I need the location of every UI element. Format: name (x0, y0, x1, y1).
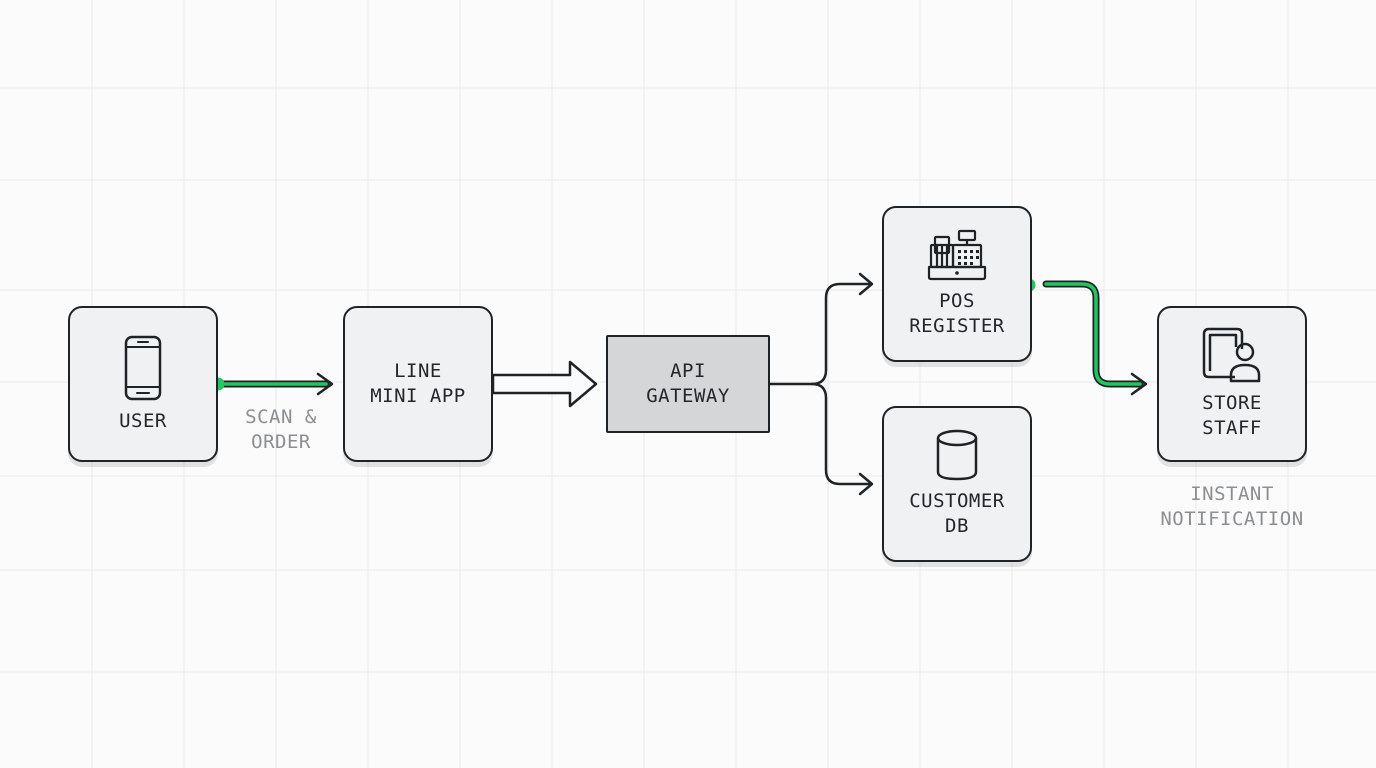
database-icon (936, 429, 978, 481)
edge-label-scan-order-line-2: ORDER (251, 431, 311, 453)
edge-pos-to-staff (1022, 278, 1148, 396)
node-pos-label-line-1: POS (939, 290, 975, 312)
node-mini-app-label-line-1: LINE (394, 360, 442, 382)
node-store-staff[interactable]: STORE STAFF (1157, 306, 1307, 462)
edge-user-to-mini-app (211, 372, 334, 396)
node-user-label: USER (119, 409, 167, 432)
node-staff-label-line-1: STORE (1202, 392, 1262, 414)
edge-label-notification-line-2: NOTIFICATION (1160, 508, 1304, 530)
node-pos-label-line-2: REGISTER (909, 315, 1005, 337)
node-user[interactable]: USER (68, 306, 218, 462)
node-line-mini-app[interactable]: LINE MINI APP (343, 306, 493, 462)
node-db-label-line-2: DB (945, 515, 969, 537)
edge-label-scan-order: SCAN & ORDER (226, 405, 336, 455)
edge-gateway-fork (768, 272, 874, 496)
cash-register-icon (927, 229, 987, 281)
edge-mini-app-to-gateway (491, 360, 598, 408)
smartphone-icon (124, 335, 162, 400)
edge-label-instant-notification: INSTANT NOTIFICATION (1142, 482, 1322, 532)
edge-label-scan-order-line-1: SCAN & (245, 406, 317, 428)
node-staff-label-line-2: STAFF (1202, 417, 1262, 439)
node-db-label-line-1: CUSTOMER (909, 490, 1005, 512)
node-gateway-label-line-1: API (670, 360, 706, 382)
node-pos-register[interactable]: POS REGISTER (882, 206, 1032, 362)
node-api-gateway[interactable]: API GATEWAY (606, 335, 770, 433)
node-mini-app-label-line-2: MINI APP (370, 385, 466, 407)
node-gateway-label-line-2: GATEWAY (646, 385, 730, 407)
edge-label-notification-line-1: INSTANT (1190, 483, 1274, 505)
node-customer-db[interactable]: CUSTOMER DB (882, 406, 1032, 562)
tablet-staff-icon (1202, 327, 1261, 383)
